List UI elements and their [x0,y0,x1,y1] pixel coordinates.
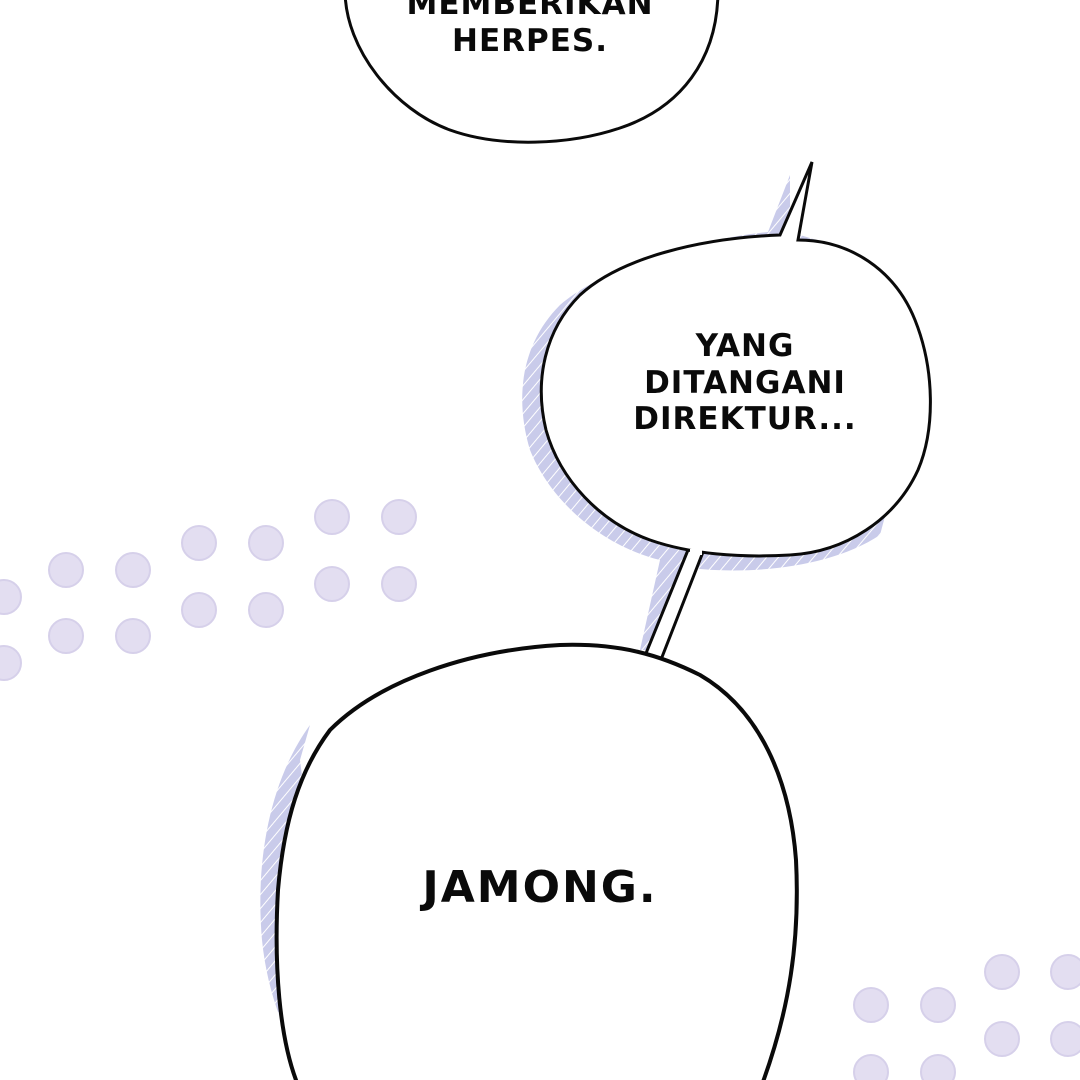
speech-bubble-top [344,0,720,144]
dot-pattern-right [853,954,1080,1080]
speech-text-middle: YANG DITANGANI DIREKTUR... [633,328,857,438]
speech-text-top: MEMBERIKAN HERPES. [406,0,654,59]
speech-bubble-middle [539,161,932,558]
speech-bubble-bottom [274,642,799,1080]
dot-pattern-left [0,499,417,681]
speech-text-bottom: JAMONG. [422,862,658,913]
